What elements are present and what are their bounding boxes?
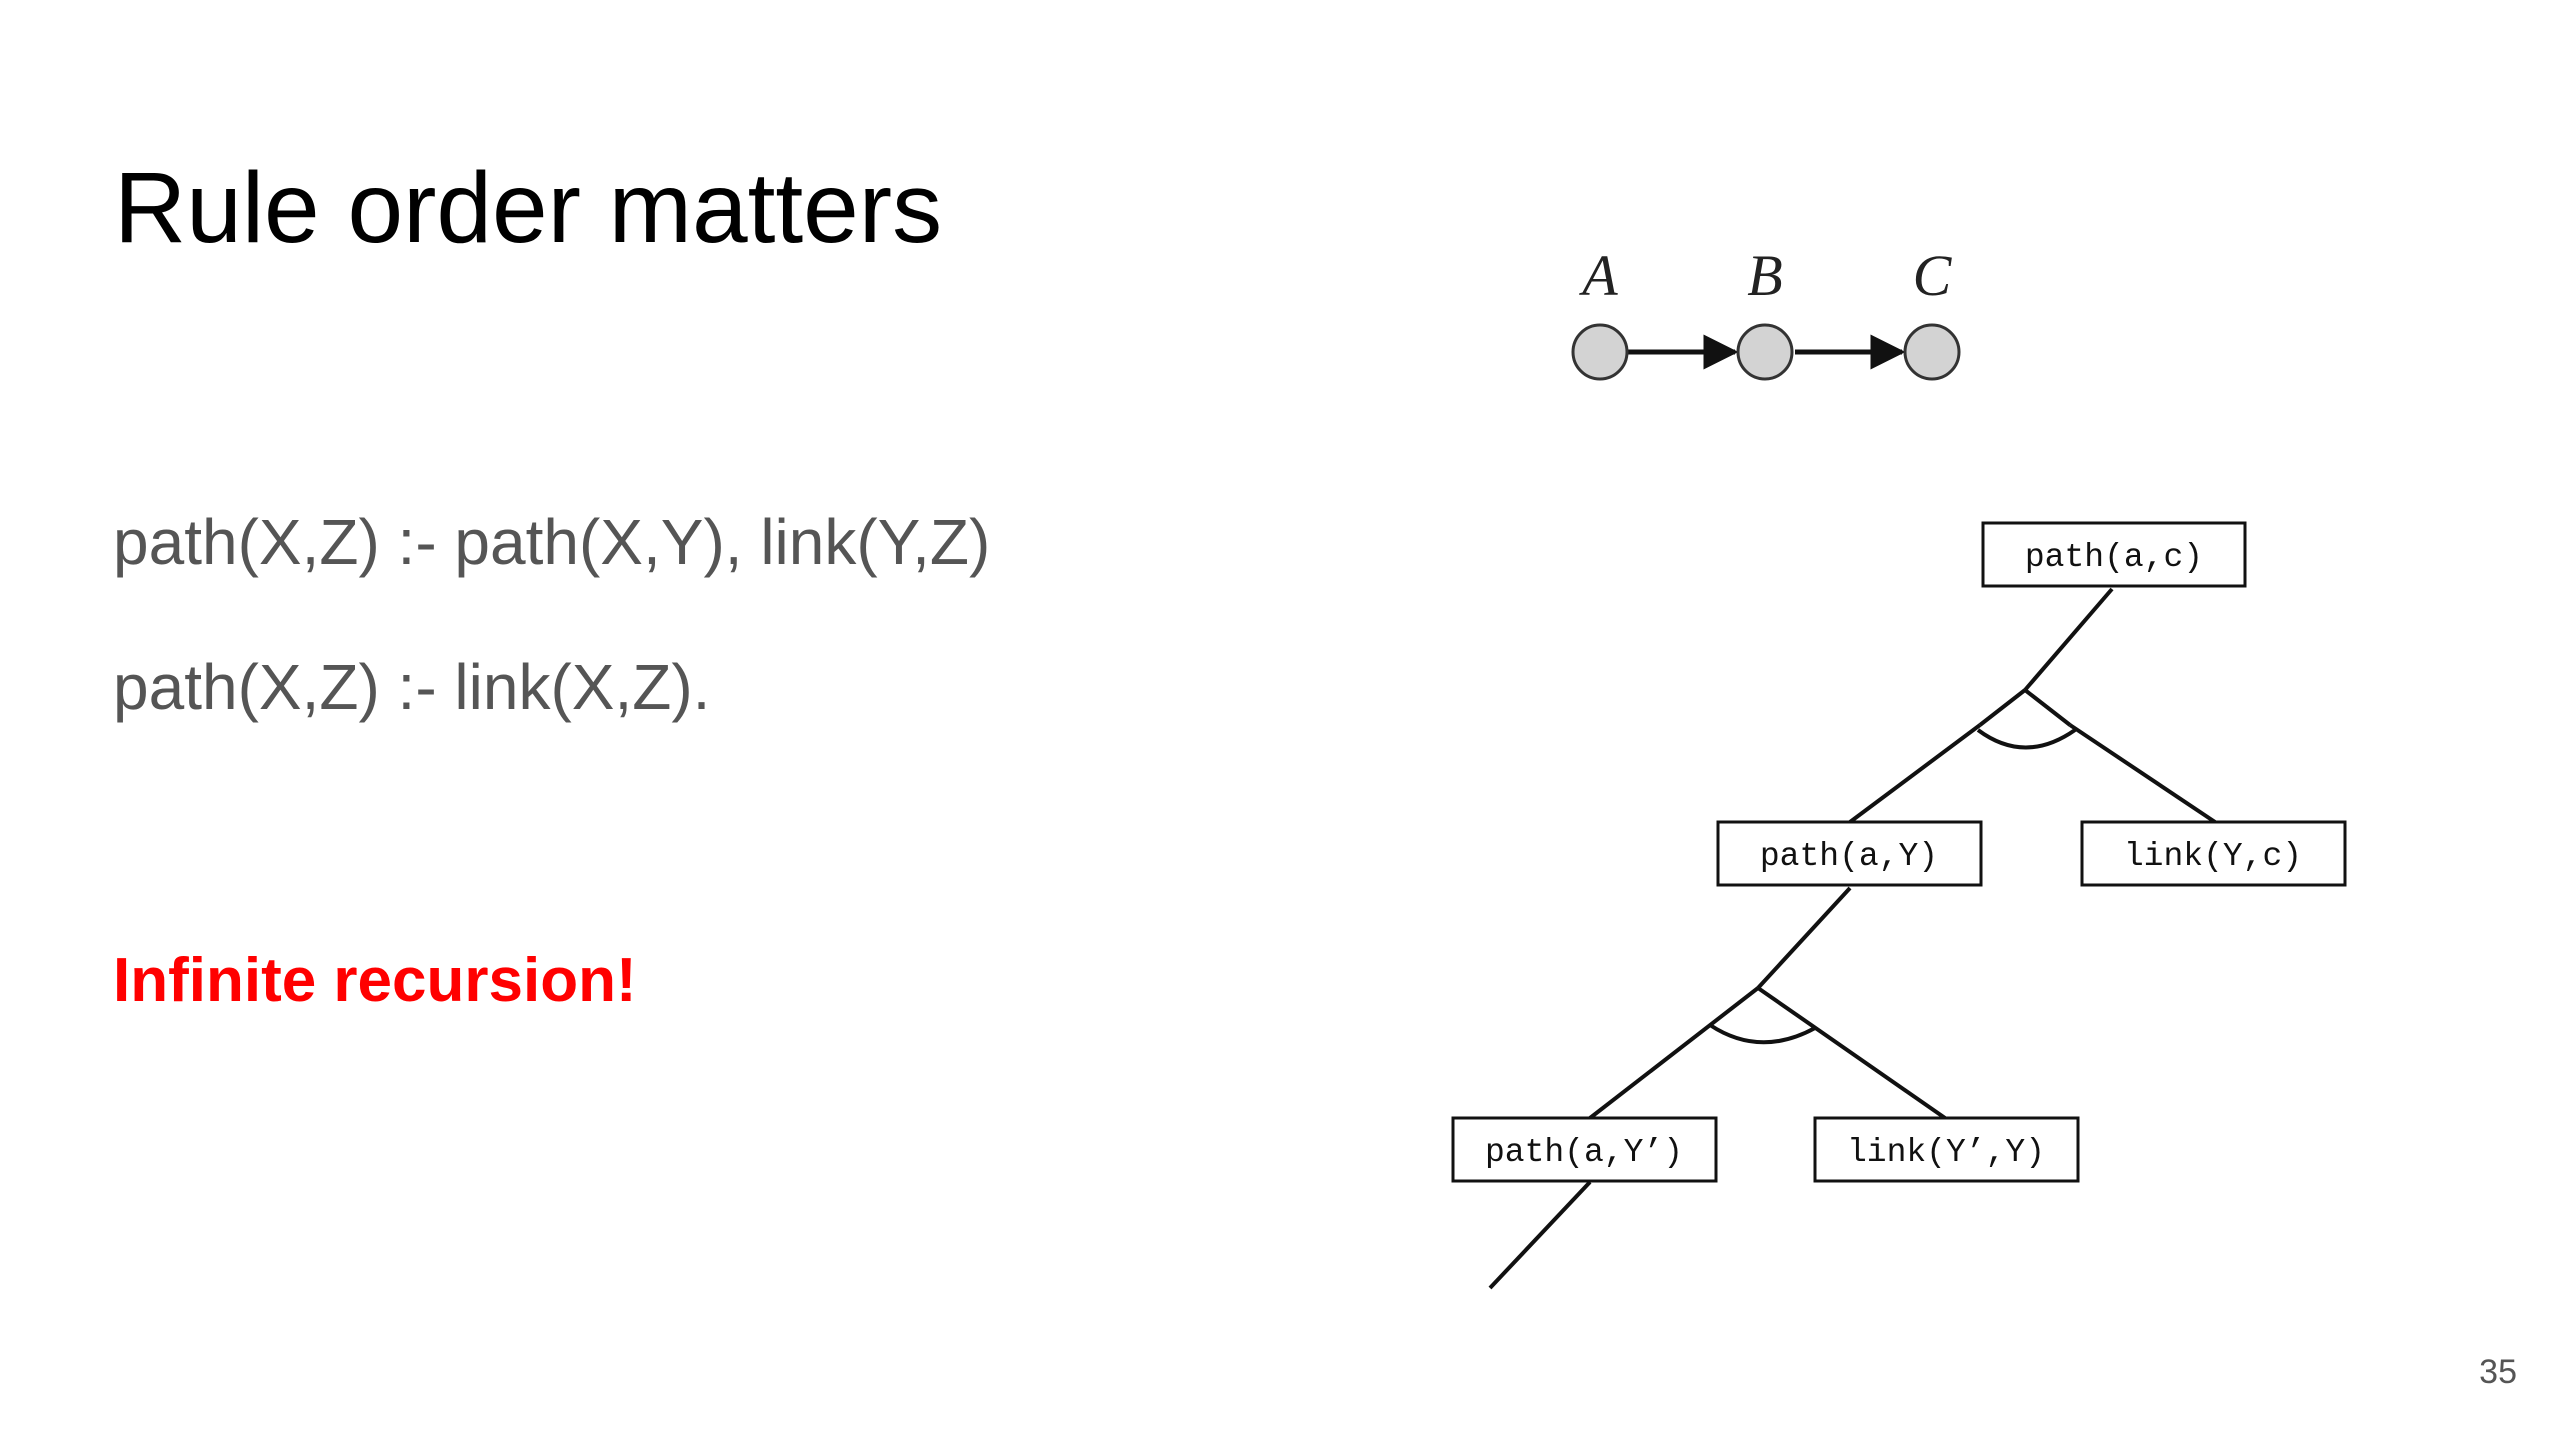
graph-node-label-a: A <box>1578 243 1618 308</box>
tree-box-level2-left: path(a,Y’) <box>1451 1116 1718 1183</box>
search-tree <box>1488 587 2217 1290</box>
tree-edge-l1-down <box>1756 886 1852 990</box>
and-arc-level-2 <box>1708 1023 1816 1045</box>
tree-edge-junction-1-left <box>1978 688 2027 727</box>
tree-edge-root-down <box>2023 587 2114 692</box>
graph-node-c <box>1903 323 1961 381</box>
tree-label-level2-left: path(a,Y’) <box>1485 1134 1683 1171</box>
tree-box-level1-left: path(a,Y) <box>1716 820 1983 887</box>
tree-edge-junction-1-right <box>2023 688 2072 727</box>
graph-node-a <box>1571 323 1629 381</box>
tree-label-level1-left: path(a,Y) <box>1760 838 1938 875</box>
infinite-recursion-warning: Infinite recursion! <box>113 946 637 1015</box>
link-graph: A B C <box>1571 243 1961 381</box>
tree-label-level2-right: link(Y’,Y) <box>1847 1134 2045 1171</box>
tree-label-level1-right: link(Y,c) <box>2124 838 2302 875</box>
graph-node-label-c: C <box>1913 243 1953 308</box>
graph-node-label-b: B <box>1747 243 1782 308</box>
tree-edge-l2-down <box>1488 1180 1592 1290</box>
tree-box-level2-right: link(Y’,Y) <box>1813 1116 2080 1183</box>
rule-base: path(X,Z) :- link(X,Z). <box>113 651 711 723</box>
and-arc-level-1 <box>1976 728 2077 750</box>
tree-box-level1-right: link(Y,c) <box>2080 820 2347 887</box>
graph-node-b <box>1736 323 1794 381</box>
slide-title: Rule order matters <box>114 152 943 264</box>
tree-edge-junction-2-left <box>1588 986 1760 1120</box>
tree-edge-junction-2-right <box>1756 986 1947 1120</box>
tree-edge-l1-left <box>1848 723 1982 824</box>
tree-label-root: path(a,c) <box>2025 539 2203 576</box>
tree-box-root: path(a,c) <box>1981 521 2247 588</box>
slide-number: 35 <box>2479 1353 2517 1391</box>
tree-edge-l1-right <box>2068 723 2217 824</box>
rule-recursive: path(X,Z) :- path(X,Y), link(Y,Z) <box>113 506 991 578</box>
